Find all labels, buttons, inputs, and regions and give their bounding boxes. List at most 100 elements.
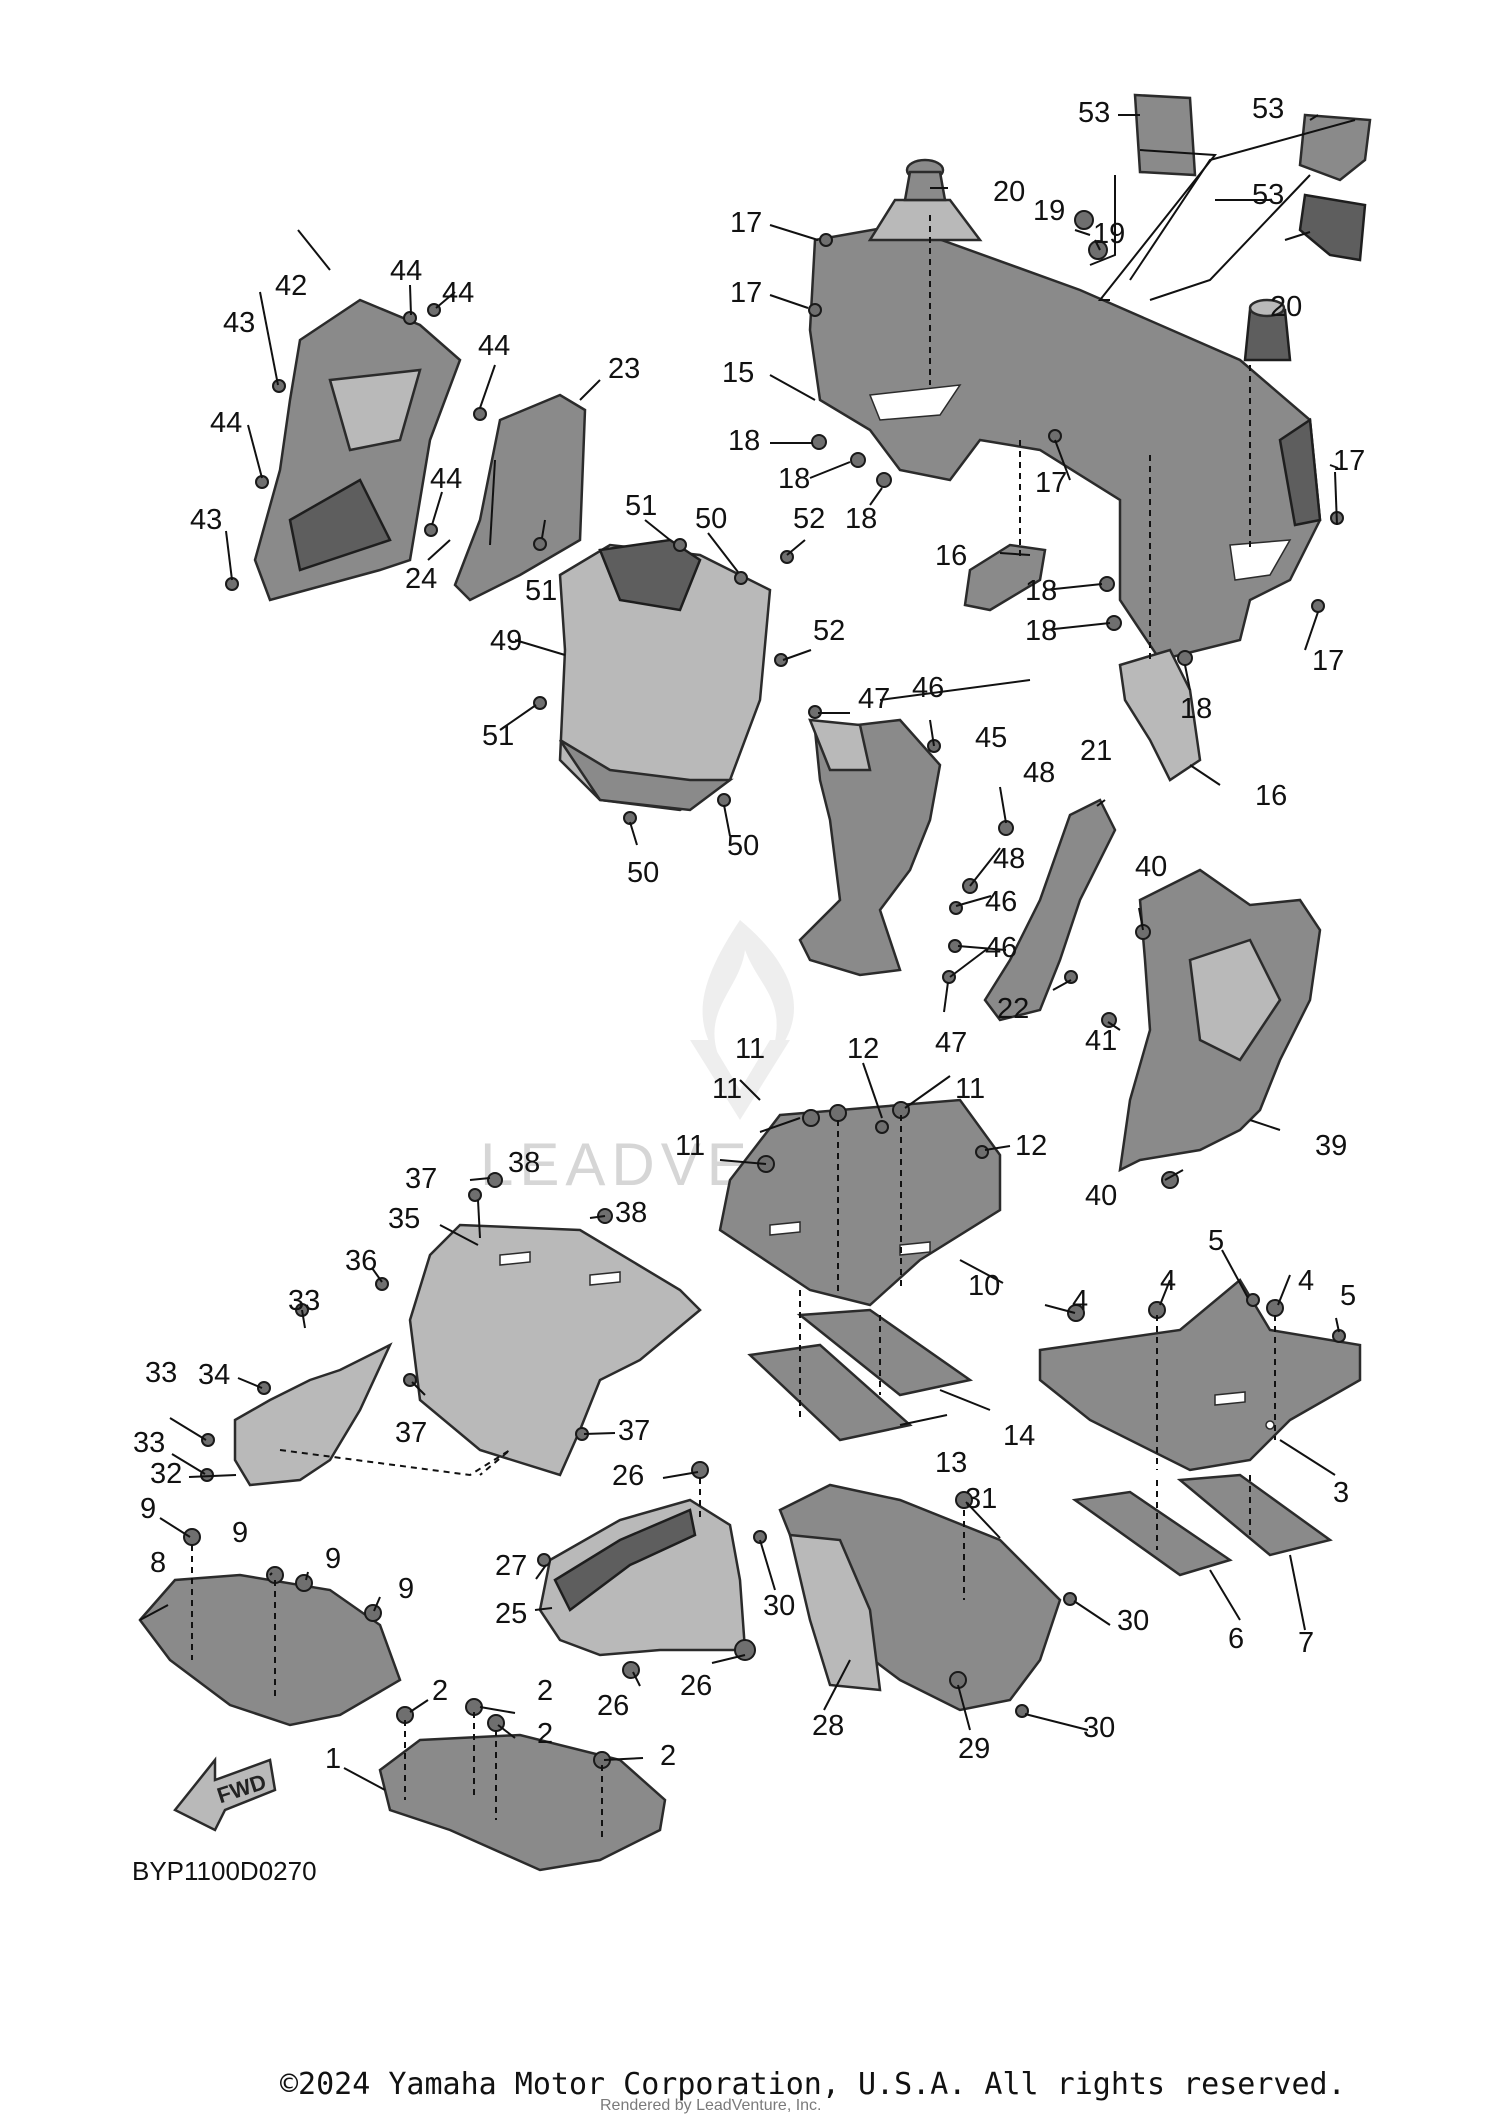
fwd-arrow-icon: FWD (173, 1756, 277, 1832)
callout-19: 19 (1093, 218, 1125, 250)
part-7-mat (1176, 1473, 1333, 1557)
callout-53: 53 (1078, 97, 1110, 129)
callout-28: 28 (812, 1710, 844, 1742)
callout-33: 33 (145, 1357, 177, 1389)
callout-9: 9 (232, 1517, 248, 1549)
diagram-code: BYP1100D0270 (132, 1856, 317, 1886)
callout-37: 37 (618, 1415, 650, 1447)
callout-16: 16 (1255, 780, 1287, 812)
callout-33: 33 (133, 1427, 165, 1459)
callout-6: 6 (1228, 1623, 1244, 1655)
part-13-mat (747, 1343, 913, 1442)
callout-30: 30 (1117, 1605, 1149, 1637)
part-19-grommet-b (1088, 240, 1108, 260)
callout-25: 25 (495, 1598, 527, 1630)
callout-33: 33 (288, 1285, 320, 1317)
part-32-left-front-panel (233, 1342, 393, 1487)
part-49-center-tub (558, 538, 772, 812)
callout-34: 34 (198, 1359, 230, 1391)
callout-labels: 53 53 53 20 20 19 19 17 17 17 17 17 15 1… (133, 93, 1365, 1775)
callout-26: 26 (680, 1670, 712, 1702)
callout-51: 51 (625, 490, 657, 522)
part-20-boot-right (1243, 298, 1292, 362)
callout-39: 39 (1315, 1130, 1347, 1162)
callout-24: 24 (405, 563, 437, 595)
callout-18: 18 (1180, 693, 1212, 725)
callout-2: 2 (432, 1675, 448, 1707)
callout-32: 32 (150, 1458, 182, 1490)
callout-35: 35 (388, 1203, 420, 1235)
callout-17: 17 (730, 277, 762, 309)
callout-44: 44 (210, 407, 242, 439)
callout-4: 4 (1298, 1265, 1314, 1297)
part-14-mat (796, 1308, 974, 1397)
callout-21: 21 (1080, 735, 1112, 767)
callout-46: 46 (985, 932, 1017, 964)
callout-50: 50 (727, 830, 759, 862)
callout-44: 44 (390, 255, 422, 287)
callout-50: 50 (627, 857, 659, 889)
callout-5: 5 (1208, 1225, 1224, 1257)
callout-10: 10 (968, 1270, 1000, 1302)
callout-26: 26 (597, 1690, 629, 1722)
callout-2: 2 (537, 1675, 553, 1707)
watermark-logo (690, 920, 794, 1120)
part-25-wheel-well (538, 1498, 747, 1657)
callout-9: 9 (140, 1493, 156, 1525)
part-1-floor-panel (378, 1733, 667, 1872)
callout-18: 18 (728, 425, 760, 457)
callout-2: 2 (660, 1740, 676, 1772)
part-53-pad-c (1298, 193, 1367, 262)
callout-37: 37 (395, 1417, 427, 1449)
copyright-notice: ©2024 Yamaha Motor Corporation, U.S.A. A… (280, 2067, 1346, 2102)
callout-20: 20 (1270, 291, 1302, 323)
callout-40: 40 (1085, 1180, 1117, 1212)
callout-5: 5 (1340, 1280, 1356, 1312)
part-39-right-panel (1118, 868, 1322, 1173)
callout-9: 9 (325, 1543, 341, 1575)
callout-12: 12 (1015, 1130, 1047, 1162)
callout-38: 38 (508, 1147, 540, 1179)
callout-4: 4 (1160, 1265, 1176, 1297)
callout-17: 17 (1333, 445, 1365, 477)
part-15-cargo-bed (808, 223, 1322, 662)
callout-7: 7 (1298, 1627, 1314, 1659)
callout-52: 52 (793, 503, 825, 535)
callout-53: 53 (1252, 93, 1284, 125)
part-16-guard-left (963, 543, 1047, 612)
callout-51: 51 (525, 575, 557, 607)
callout-14: 14 (1003, 1420, 1035, 1452)
callout-8: 8 (150, 1547, 166, 1579)
callout-40: 40 (1135, 851, 1167, 883)
part-21-side-strip (983, 798, 1117, 1022)
callout-30: 30 (763, 1590, 795, 1622)
callout-44: 44 (430, 463, 462, 495)
callout-47: 47 (935, 1027, 967, 1059)
part-6-mat (1071, 1490, 1233, 1577)
callout-11: 11 (675, 1130, 705, 1162)
part-19-grommet-a (1074, 210, 1094, 230)
part-23-left-side-panel (453, 393, 587, 602)
watermark-small: Rendered by LeadVenture, Inc. (600, 2097, 822, 2114)
part-16-guard-right (1118, 648, 1202, 782)
callout-18: 18 (1025, 575, 1057, 607)
callout-18: 18 (845, 503, 877, 535)
part-8-floor-mat (138, 1573, 402, 1727)
callout-37: 37 (405, 1163, 437, 1195)
callout-9: 9 (398, 1573, 414, 1605)
callout-17: 17 (730, 207, 762, 239)
callout-51: 51 (482, 720, 514, 752)
callout-27: 27 (495, 1550, 527, 1582)
callout-17: 17 (1035, 467, 1067, 499)
callout-46: 46 (985, 886, 1017, 918)
callout-38: 38 (615, 1197, 647, 1229)
part-42-left-fender-panel (253, 298, 462, 602)
part-10-floor-panel (718, 1098, 1002, 1307)
callout-4: 4 (1072, 1285, 1088, 1317)
part-28-center-floor (778, 1483, 1062, 1712)
callout-43: 43 (190, 504, 222, 536)
callout-31: 31 (965, 1483, 997, 1515)
callout-50: 50 (695, 503, 727, 535)
callout-45: 45 (975, 722, 1007, 754)
